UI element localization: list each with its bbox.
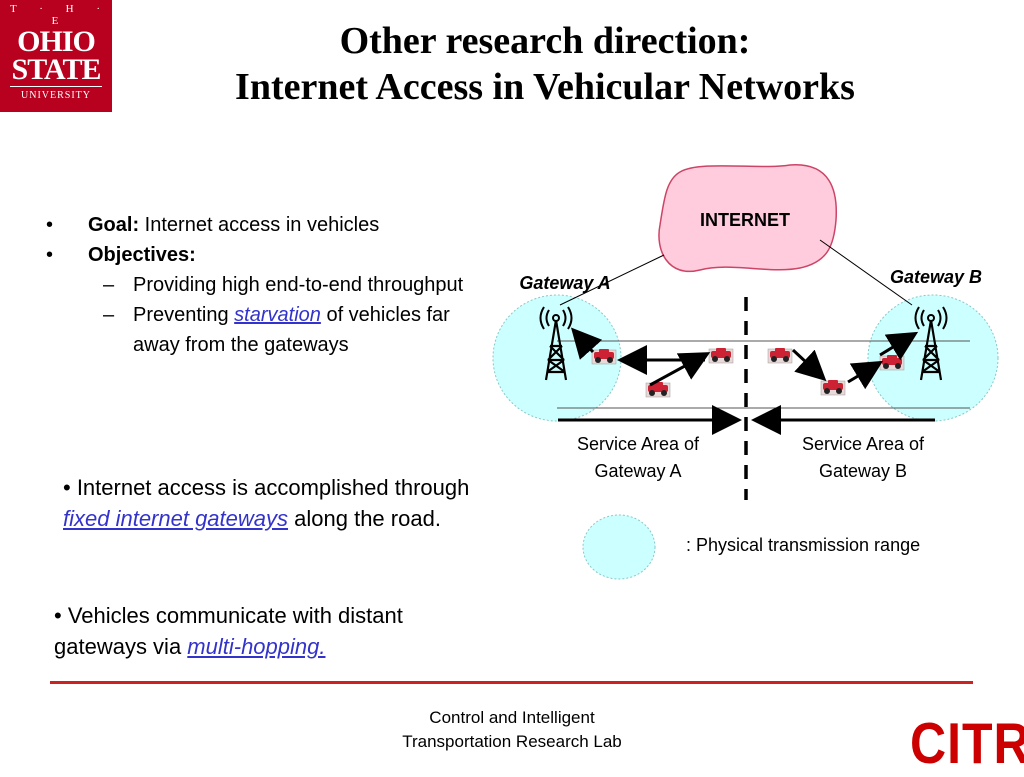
footer-line-2: Transportation Research Lab <box>402 732 622 751</box>
logo-ohio: OHIO <box>17 25 96 58</box>
multi-hopping-link[interactable]: multi-hopping. <box>187 634 326 659</box>
paragraph-multihop: • Vehicles communicate with distant gate… <box>54 600 464 662</box>
hop-arrow-3 <box>649 352 711 387</box>
objective-2: –Preventing starvation of vehicles far a… <box>46 300 466 360</box>
logo-rule <box>10 86 102 87</box>
internet-cloud <box>658 164 838 273</box>
ohio-state-logo: T · H · E OHIO STATE UNIVERSITY <box>0 0 112 112</box>
paragraph-gateways-pre: • Internet access is accomplished throug… <box>63 475 470 500</box>
service-area-a-line1: Service Area of <box>577 434 700 454</box>
car-icon-5 <box>820 379 846 396</box>
objective-1-text: Providing high end-to-end throughput <box>133 274 464 296</box>
objectives-label: Objectives: <box>88 244 196 266</box>
bullet-dot: • <box>46 214 54 236</box>
footer-lab-name: Control and Intelligent Transportation R… <box>362 706 662 754</box>
service-area-b-line2: Gateway B <box>819 461 907 481</box>
hop-arrow-5 <box>847 360 884 390</box>
gateway-b-label: Gateway B <box>890 267 982 287</box>
logo-university: UNIVERSITY <box>21 90 91 101</box>
link-cloud-gateway-b <box>819 239 913 306</box>
car-icon-1 <box>591 348 617 365</box>
paragraph-multihop-pre: • Vehicles communicate with distant gate… <box>54 603 403 659</box>
link-cloud-gateway-a <box>559 254 665 306</box>
hop-arrow-6 <box>879 331 919 361</box>
title-line-1: Other research direction: <box>339 20 751 62</box>
gateway-a-label: Gateway A <box>519 273 610 293</box>
objective-2-post: of vehicles far away from the gateways <box>133 304 450 356</box>
hop-arrow-4 <box>791 348 827 382</box>
footer-line-1: Control and Intelligent <box>429 708 595 727</box>
fixed-gateways-link[interactable]: fixed internet gateways <box>63 506 289 531</box>
service-area-b-line1: Service Area of <box>802 434 925 454</box>
service-area-a-line2: Gateway A <box>594 461 681 481</box>
bullet-list: • Goal: Internet access in vehicles • Obje… <box>46 210 466 360</box>
objective-2-pre: Preventing <box>133 304 235 326</box>
bullet-goal: • Goal: Internet access in vehicles <box>46 210 466 240</box>
bullet-objectives: • Objectives: <box>46 240 466 270</box>
title-line-2: Internet Access in Vehicular Networks <box>235 66 855 108</box>
objective-1: –Providing high end-to-end throughput <box>46 270 466 300</box>
starvation-link[interactable]: starvation <box>234 304 321 326</box>
paragraph-gateways-post: along the road. <box>288 506 441 531</box>
paragraph-gateways: • Internet access is accomplished throug… <box>63 472 473 534</box>
citr-logo: CITR <box>910 711 1024 776</box>
dash-marker: – <box>103 304 115 326</box>
car-icon-3 <box>767 347 793 364</box>
car-icon-2 <box>708 347 734 364</box>
bullet-dot: • <box>46 244 54 266</box>
logo-the: T · H · E <box>9 3 111 27</box>
footer-divider <box>50 681 973 684</box>
internet-label: INTERNET <box>700 210 790 230</box>
goal-text: Internet access in vehicles <box>139 214 380 236</box>
goal-label: Goal: <box>88 214 140 236</box>
car-icon-6 <box>879 354 905 371</box>
hop-arrow-1 <box>570 327 603 360</box>
dash-marker: – <box>103 274 115 296</box>
logo-state: STATE <box>11 53 102 86</box>
legend-range-circle <box>582 514 656 580</box>
legend-text: : Physical transmission range <box>686 535 921 555</box>
slide-title: Other research direction: Internet Acces… <box>120 18 970 110</box>
